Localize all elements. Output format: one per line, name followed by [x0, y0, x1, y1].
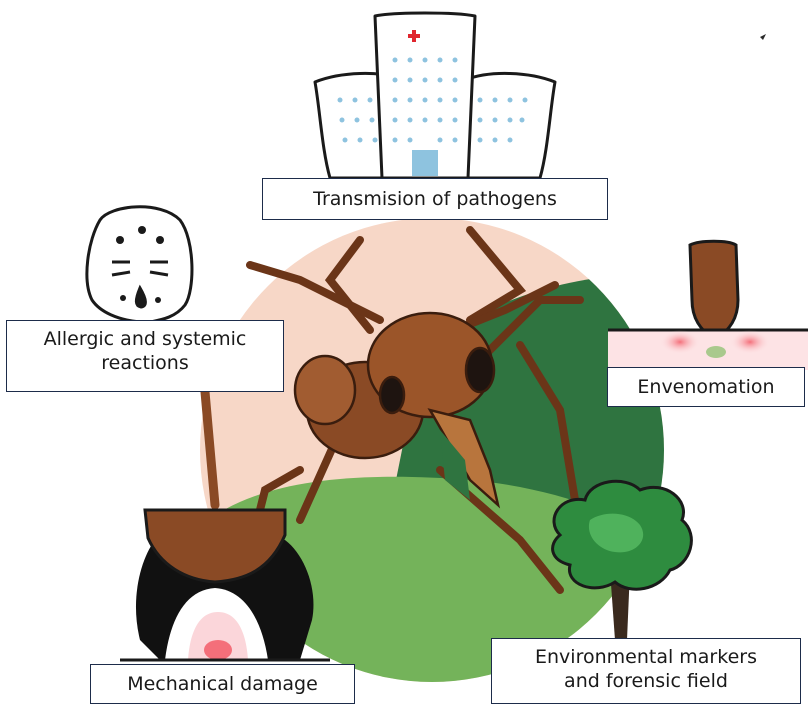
label-allergic-line-2: reactions — [11, 351, 279, 375]
decorative-speck — [760, 34, 766, 40]
label-allergic-line-1: Allergic and systemic — [11, 327, 279, 351]
label-allergic-and-systemic-reactions: Allergic and systemic reactions — [6, 320, 284, 392]
label-mechanical-damage: Mechanical damage — [90, 664, 355, 704]
label-environmental-markers: Environmental markers and forensic field — [491, 638, 801, 704]
label-transmission-of-pathogens-text: Transmision of pathogens — [267, 187, 603, 211]
allergic-face-icon — [87, 207, 192, 322]
label-envenomation: Envenomation — [607, 367, 805, 407]
label-environmental-line-1: Environmental markers — [496, 645, 796, 669]
hospital-building-icon — [315, 13, 555, 178]
label-transmission-of-pathogens: Transmision of pathogens — [262, 178, 608, 220]
label-envenomation-text: Envenomation — [612, 375, 800, 399]
label-mechanical-damage-text: Mechanical damage — [95, 672, 350, 696]
label-environmental-line-2: and forensic field — [496, 669, 796, 693]
stinger-skin-icon — [608, 241, 808, 370]
